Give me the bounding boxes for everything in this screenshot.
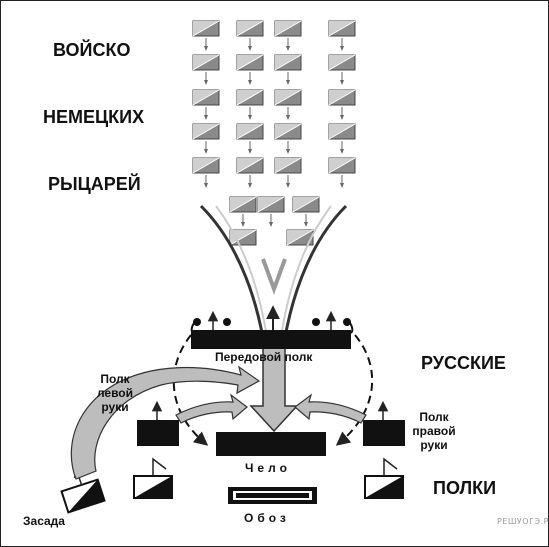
knight-unit xyxy=(192,123,220,154)
knight-unit xyxy=(328,89,356,120)
left-banner-unit xyxy=(133,457,173,499)
knight-unit xyxy=(236,123,264,154)
left-hand-regiment-label: Полк левой руки xyxy=(93,372,137,414)
knight-unit xyxy=(257,196,285,227)
ambush-label: Засада xyxy=(23,514,65,528)
knight-unit xyxy=(236,89,264,120)
flank-attack-arrows xyxy=(70,365,367,480)
knight-unit xyxy=(192,20,220,51)
ambush-unit xyxy=(60,466,106,514)
knight-unit xyxy=(274,157,302,188)
left-hand-regiment xyxy=(137,400,179,446)
convoy-label: Обоз xyxy=(244,511,290,525)
right-hand-regiment xyxy=(363,400,405,446)
russians-label: РУССКИЕ xyxy=(421,353,506,373)
knight-unit xyxy=(236,157,264,188)
watermark: РЕШУОГЭ.РФ xyxy=(497,517,549,526)
army-label-line2: НЕМЕЦКИХ xyxy=(43,107,145,127)
knight-unit xyxy=(328,123,356,154)
knight-unit xyxy=(274,20,302,51)
right-hand-line3: руки xyxy=(420,438,448,452)
army-label-line1: ВОЙСКО xyxy=(53,40,131,60)
knight-unit xyxy=(292,196,320,227)
center-regiment-label: Чело xyxy=(245,461,291,475)
knight-unit xyxy=(328,157,356,188)
right-hand-regiment-label: Полк правой руки xyxy=(409,410,459,452)
knight-unit xyxy=(236,54,264,85)
german-knights-formation xyxy=(192,20,356,246)
army-label-line3: РЫЦАРЕЙ xyxy=(48,174,141,194)
right-banner-unit xyxy=(364,457,404,499)
knight-unit xyxy=(286,229,314,246)
knight-unit xyxy=(192,89,220,120)
knight-unit xyxy=(236,20,264,51)
center-regiment-block xyxy=(216,432,326,456)
advance-regiment xyxy=(190,305,354,349)
left-hand-line2: левой xyxy=(96,386,134,400)
knight-unit xyxy=(192,54,220,85)
dashed-maneuver-arrows xyxy=(172,334,374,446)
regiments-label: ПОЛКИ xyxy=(433,478,497,498)
knight-unit xyxy=(328,54,356,85)
knight-unit xyxy=(274,54,302,85)
knight-unit xyxy=(229,196,257,227)
right-hand-line1: Полк xyxy=(419,410,449,424)
knight-unit xyxy=(274,89,302,120)
knight-unit xyxy=(192,157,220,188)
knight-unit xyxy=(328,20,356,51)
left-hand-line3: руки xyxy=(101,400,129,414)
right-hand-line2: правой xyxy=(412,424,456,438)
left-hand-line1: Полк xyxy=(100,372,130,386)
knight-unit xyxy=(274,123,302,154)
advance-regiment-label: Передовой полк xyxy=(215,350,313,364)
